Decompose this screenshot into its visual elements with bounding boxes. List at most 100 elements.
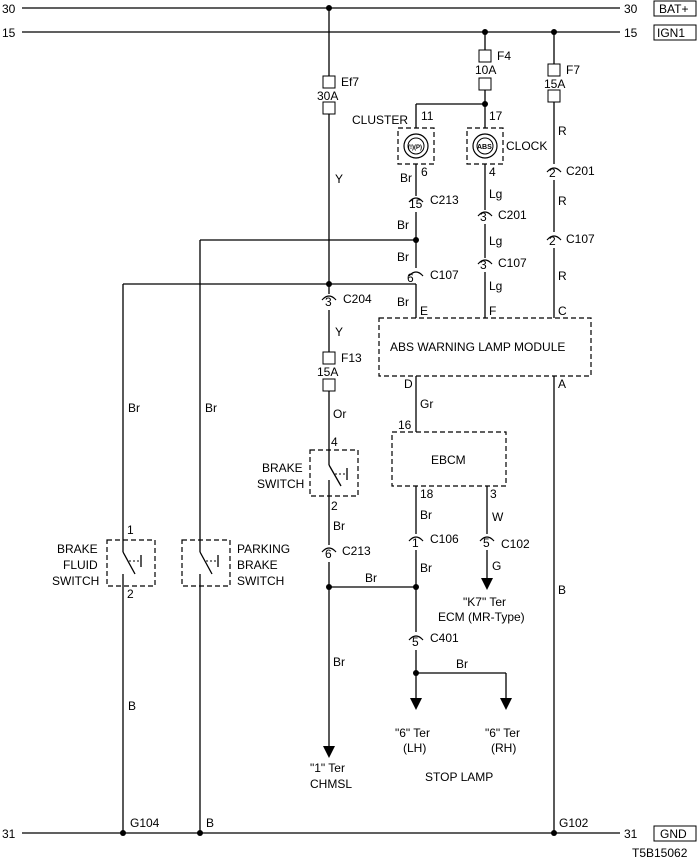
brake-fluid-pin-top: 1 (127, 523, 134, 537)
wire-label-r3: R (558, 269, 567, 283)
wire-f4-branch: F4 10A 17 (475, 29, 511, 128)
cluster-label: CLUSTER (352, 113, 408, 127)
ebcm-pin-3: 3 (490, 487, 497, 501)
fuse-f13 (322, 351, 336, 365)
wire-label-br-left: Br (128, 401, 140, 415)
wire-parking-brake-ground: B (197, 586, 214, 836)
fuse-f7-name: F7 (566, 63, 580, 77)
cluster-pin-bottom: 6 (421, 165, 428, 179)
c213-a-pin: 15 (409, 197, 423, 211)
gnd-rail: 31 31 GND (2, 825, 697, 842)
brake-switch-line1: BRAKE (262, 461, 303, 475)
fuse-f13-name: F13 (341, 351, 362, 365)
brake-fluid-line3: SWITCH (52, 574, 99, 588)
bat-label-box (653, 0, 697, 17)
chmsl-line2: CHMSL (310, 777, 352, 791)
wire-cluster-down: Br Br 6 C107 Br (123, 212, 459, 318)
ecm-line1: "K7" Ter (463, 595, 506, 609)
fuse-f7-rating: 15A (544, 77, 565, 91)
wire-label-br-junction2: Br (397, 250, 409, 264)
c106-pin: 1 (412, 536, 419, 550)
arrow-stop-lh (410, 698, 422, 710)
arrow-stop-rh (500, 698, 512, 710)
wire-label-br-bottom-junction: Br (365, 571, 377, 585)
c201-b-pin: 2 (549, 166, 556, 180)
ebcm-label: EBCM (431, 453, 466, 467)
wire-label-b-brake-fluid: B (128, 699, 136, 713)
svg-text:(!)(P): (!)(P) (408, 145, 422, 151)
abs-module-pin-f: F (489, 304, 496, 318)
wire-brake-fluid: Br 1 (122, 284, 140, 540)
rh-line2: (RH) (491, 741, 516, 755)
wire-label-br-brake-switch: Br (333, 519, 345, 533)
c213-b-name: C213 (342, 544, 371, 558)
brake-switch: 4 2 BRAKE SWITCH (257, 435, 359, 513)
gnd-rail-number-right: 31 (624, 827, 638, 841)
ign-label-box (653, 24, 697, 41)
parking-brake-switch: PARKING BRAKE SWITCH (181, 539, 290, 588)
brake-switch-pin-top: 4 (331, 435, 338, 449)
arrow-chmsl (323, 746, 335, 758)
c107-c-name: C107 (430, 268, 459, 282)
c107-a-name: C107 (498, 256, 527, 270)
wire-label-br-cluster: Br (400, 171, 412, 185)
c102-pin: 5 (483, 536, 490, 550)
ecm-line2: ECM (MR-Type) (438, 610, 525, 624)
ign-rail-number-right: 15 (624, 26, 638, 40)
parking-brake-line1: PARKING (237, 542, 290, 556)
c102-name: C102 (501, 537, 530, 551)
lh-line2: (LH) (403, 741, 426, 755)
abs-module-label: ABS WARNING LAMP MODULE (390, 340, 565, 354)
wire-label-or: Or (333, 407, 346, 421)
arrow-ecm (481, 578, 493, 590)
clock-lamp: ABS CLOCK 4 Lg 3 C201 Lg 3 C107 Lg (466, 127, 547, 318)
wire-ef7-branch: Ef7 30A Y 3 C204 Y F13 15A Or (317, 5, 372, 455)
brake-fluid-line1: BRAKE (57, 542, 98, 556)
parking-brake-line3: SWITCH (237, 574, 284, 588)
wire-f7-branch: F7 15A R 2 C201 R 2 C107 R (544, 29, 595, 318)
wire-label-gr: Gr (420, 397, 433, 411)
wire-label-br-junction1: Br (397, 218, 409, 232)
wire-label-lg1: Lg (489, 187, 502, 201)
fuse-f4-name: F4 (497, 49, 511, 63)
ground-g102: G102 (559, 816, 589, 830)
fuse-ef7-rating: 30A (317, 89, 338, 103)
brake-switch-pin-bottom: 2 (331, 499, 338, 513)
gnd-rail-number-left: 31 (2, 827, 16, 841)
gnd-label-box (653, 825, 697, 842)
wire-brake-fluid-ground: B G104 (120, 586, 160, 836)
wire-label-br-c106: Br (420, 508, 432, 522)
wire-label-b-module: B (558, 583, 566, 597)
ground-g104: G104 (130, 816, 160, 830)
chmsl-line1: "1" Ter (310, 761, 345, 775)
c204-pin: 3 (325, 295, 332, 309)
c201-a-name: C201 (498, 208, 527, 222)
wire-label-g: G (492, 559, 501, 573)
wire-label-br-c213: Br (333, 655, 345, 669)
abs-module-pin-c: C (558, 304, 567, 318)
figure-id: T5B15062 (632, 846, 688, 860)
ign-rail-number-left: 15 (2, 26, 16, 40)
wire-label-lg3: Lg (489, 279, 502, 293)
wire-ebcm-stop-lamp: Br 1 C106 Br 5 C401 Br "6" Ter (LH) "6" … (395, 486, 520, 784)
lh-line1: "6" Ter (395, 726, 430, 740)
fuse-ef7 (322, 75, 336, 89)
fuse-f4 (478, 49, 492, 63)
wire-ebcm-ecm: W 5 C102 G "K7" Ter ECM (MR-Type) (438, 486, 530, 624)
wire-module-d-ebcm: Gr 16 (398, 376, 433, 432)
abs-warning-lamp-module: ABS WARNING LAMP MODULE E F C D A (378, 304, 592, 391)
stop-lamp-label: STOP LAMP (425, 770, 493, 784)
rh-line1: "6" Ter (485, 726, 520, 740)
brake-fluid-line2: FLUID (63, 558, 98, 572)
clock-pin-bottom: 4 (489, 165, 496, 179)
wire-label-br-c401: Br (420, 561, 432, 575)
wire-label-y1: Y (335, 172, 343, 186)
bat-rail: 30 30 BAT+ (2, 0, 697, 17)
c213-b-pin: 6 (325, 547, 332, 561)
wire-label-w: W (492, 510, 504, 524)
abs-module-pin-a: A (558, 377, 566, 391)
gnd-label: GND (660, 827, 687, 841)
c213-a-name: C213 (430, 193, 459, 207)
fuse-f7 (547, 63, 561, 77)
